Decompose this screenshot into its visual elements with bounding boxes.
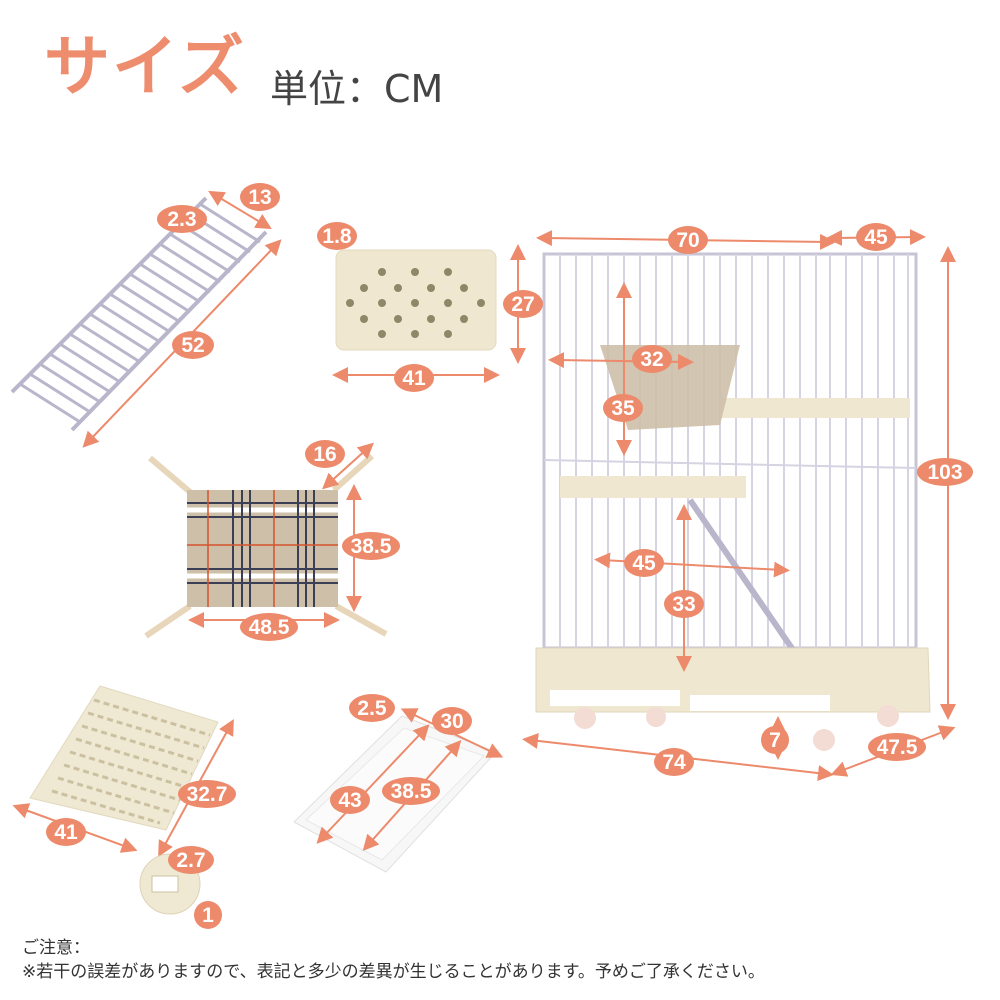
badge-shelf-width: 41 (394, 364, 434, 392)
note-body: ※若干の誤差がありますので、表記と多少の差異が生じることがあります。予めご了承く… (22, 962, 765, 982)
hammock-illustration (144, 442, 388, 639)
badge-base-depth: 47.5 (868, 733, 926, 761)
badge-shelf-thickness: 1.8 (317, 222, 357, 250)
badge-upper-door-width: 32 (632, 345, 672, 373)
badge-hammock-height: 38.5 (342, 532, 400, 560)
ladder-illustration (10, 190, 282, 448)
badge-cage-depth: 45 (856, 223, 896, 251)
cage-illustration (522, 229, 956, 782)
badge-base-width: 74 (654, 748, 694, 776)
shelf-board-illustration (332, 244, 526, 383)
badge-tray-width: 30 (432, 707, 472, 735)
badge-tray-height: 2.5 (349, 694, 395, 722)
badge-tray-inner-length: 38.5 (382, 777, 440, 805)
badge-upper-door-height: 35 (603, 394, 643, 422)
note-heading: ご注意： (22, 938, 90, 958)
page-title: サイズ (44, 28, 247, 105)
badge-floor-slot-width: 2.7 (168, 846, 214, 874)
badge-floor-depth: 32.7 (178, 780, 236, 808)
badge-ladder-width: 13 (240, 183, 280, 211)
badge-ladder-step-gap: 2.3 (157, 205, 207, 233)
badge-cage-height: 103 (917, 458, 973, 486)
unit-label: 単位：CM (270, 67, 444, 111)
badge-ladder-length: 52 (172, 331, 214, 359)
badge-lower-door-height: 33 (664, 590, 704, 618)
badge-floor-slot-height: 1 (194, 901, 222, 929)
badge-caster-height: 7 (761, 726, 789, 754)
badge-shelf-depth: 27 (503, 290, 543, 318)
badge-lower-door-width: 45 (624, 549, 664, 577)
badge-floor-width: 41 (46, 818, 86, 846)
badge-hammock-width: 48.5 (240, 613, 298, 641)
badge-tray-outer-length: 43 (330, 786, 370, 814)
badge-hammock-strap: 16 (305, 440, 345, 468)
badge-cage-width: 70 (668, 226, 708, 254)
